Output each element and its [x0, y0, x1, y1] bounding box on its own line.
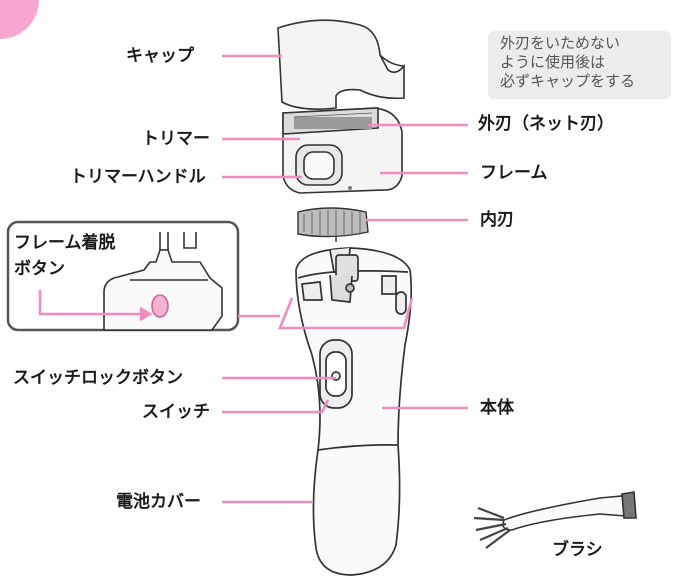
cap-illustration — [277, 19, 405, 110]
inset-illustration — [103, 232, 223, 331]
brush-illustration — [473, 491, 637, 549]
cap-note-line2: ように使用後は — [500, 53, 606, 71]
label-brush: ブラシ — [552, 540, 603, 560]
label-trimmer: トリマー — [142, 129, 210, 149]
label-frame: フレーム — [480, 163, 548, 183]
label-body: 本体 — [480, 398, 514, 418]
leader-lines — [38, 54, 468, 504]
frame-illustration — [282, 107, 403, 194]
label-cap: キャップ — [126, 46, 194, 66]
cap-note: 外刃をいためない ように使用後は 必ずキャップをする — [488, 31, 671, 99]
cap-note-line1: 外刃をいためない — [500, 34, 621, 52]
label-inner-blade: 内刃 — [480, 210, 514, 230]
label-battery-cover: 電池カバー — [116, 492, 201, 512]
inner-blade-illustration — [297, 207, 369, 242]
label-frame-release-2: ボタン — [14, 259, 65, 279]
label-switch: スイッチ — [142, 402, 210, 422]
cap-note-line3: 必ずキャップをする — [500, 72, 636, 90]
corner-badge — [0, 0, 39, 39]
label-switch-lock-button: スイッチロックボタン — [13, 368, 183, 388]
label-frame-release-1: フレーム着脱 — [14, 233, 116, 253]
label-outer-blade: 外刃（ネット刃） — [478, 114, 614, 134]
body-illustration — [295, 247, 413, 576]
label-trimmer-handle: トリマーハンドル — [70, 167, 206, 187]
